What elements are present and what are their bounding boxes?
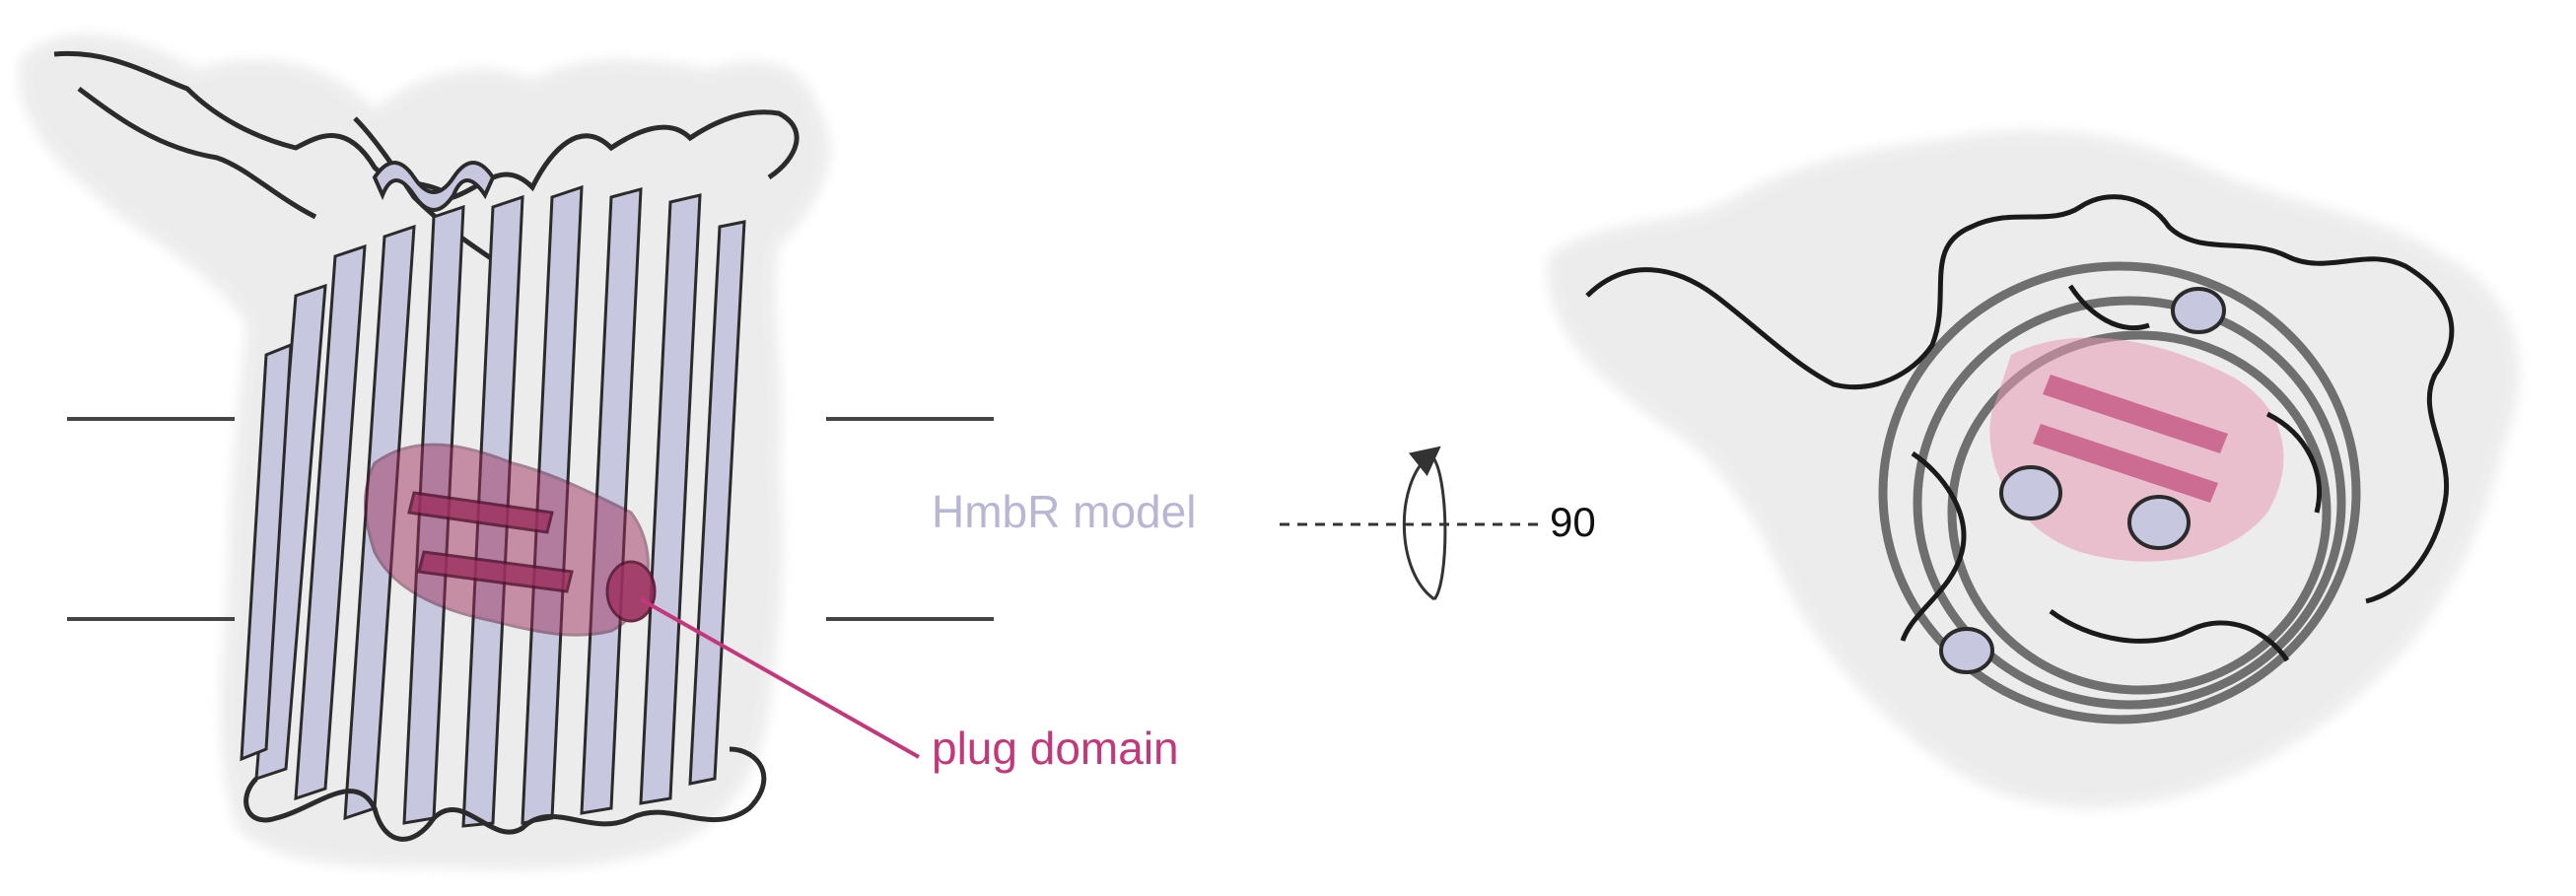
top-view-plug-strands <box>2033 375 2228 503</box>
plug-pointer-line <box>640 597 920 759</box>
side-view-barrel-strands <box>240 184 746 828</box>
model-label: HmbR model <box>932 486 1197 537</box>
plug-domain-label: plug domain <box>932 723 1179 774</box>
top-view-loops <box>1585 194 2455 662</box>
rotation-angle-label: 90 <box>1550 499 1596 545</box>
side-view-bottom-loops <box>244 746 767 842</box>
top-view-structure <box>1547 130 2520 808</box>
rotation-indicator <box>1280 446 1538 601</box>
side-view-helix <box>372 161 496 212</box>
membrane-boundaries <box>67 417 994 621</box>
top-view-barrel <box>1878 261 2361 724</box>
top-view-helices <box>1939 287 2226 674</box>
side-view-plug <box>364 443 657 637</box>
side-view-structure <box>18 34 831 870</box>
rotation-arrow-icon <box>1402 446 1441 601</box>
